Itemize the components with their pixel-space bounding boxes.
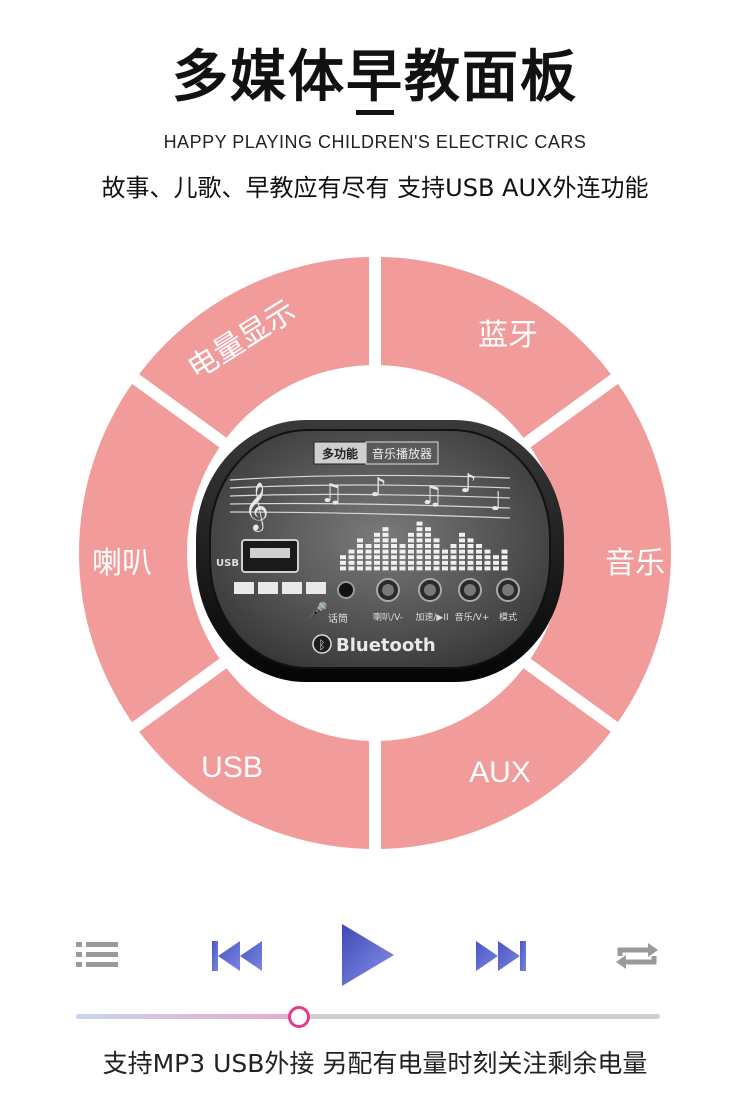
progress-fill [76, 1014, 298, 1019]
badge-left-text: 多功能 [322, 446, 358, 461]
svg-text:♪: ♪ [460, 469, 477, 499]
button-label-music: 音乐/V+ [455, 611, 490, 623]
svg-text:♩: ♩ [490, 487, 502, 517]
segment-label-speaker: 喇叭 [92, 547, 152, 580]
svg-text:ᛒ: ᛒ [318, 638, 325, 652]
segment-label-bluetooth: 蓝牙 [478, 319, 538, 352]
svg-text:♪: ♪ [370, 473, 387, 503]
progress-knob[interactable] [287, 1006, 310, 1028]
ring-segment-bluetooth [380, 257, 611, 438]
music-notes-icon: ♫ ♪ ♫ ♪ ♩ [320, 469, 502, 517]
subtitle-chinese: 故事、儿歌、早教应有尽有 支持USB AUX外连功能 [101, 174, 649, 202]
page-title: 多媒体早教面板 [172, 45, 578, 110]
usb-port-label: USB [216, 558, 239, 569]
segment-label-usb: USB [201, 751, 263, 784]
battery-indicator [234, 582, 326, 594]
footer-caption: 支持MP3 USB外接 另配有电量时刻关注剩余电量 [102, 1049, 648, 1078]
mic-label: 话筒 [328, 612, 348, 625]
playlist-icon[interactable] [76, 940, 120, 970]
device-panel: 多功能 音乐播放器 𝄞 ♫ ♪ ♫ ♪ ♩ USB 🎤 话筒 [196, 420, 564, 682]
equalizer-display [340, 521, 508, 571]
device-buttons [376, 578, 520, 602]
previous-icon[interactable] [210, 938, 264, 974]
treble-clef-icon: 𝄞 [244, 481, 269, 532]
progress-bar[interactable] [76, 1006, 660, 1028]
badge-right-text: 音乐播放器 [372, 446, 432, 461]
ring-segment-music [530, 383, 671, 723]
title-divider [356, 110, 394, 115]
segment-label-aux: AUX [469, 756, 531, 789]
svg-text:♫: ♫ [420, 481, 443, 511]
microphone-icon: 🎤 [308, 601, 328, 620]
play-icon[interactable] [338, 922, 396, 988]
device-badge: 多功能 音乐播放器 [313, 441, 439, 465]
button-label-speaker: 喇叭/V- [373, 611, 403, 623]
ring-segment-battery [139, 257, 370, 438]
svg-text:♫: ♫ [320, 479, 343, 509]
bluetooth-brand: Bluetooth [336, 635, 436, 656]
next-icon[interactable] [474, 938, 528, 974]
button-label-accelerate: 加速/▶II [415, 612, 448, 623]
ring-segment-speaker [79, 383, 220, 723]
segment-label-music: 音乐 [605, 547, 665, 580]
music-staff [229, 474, 511, 519]
ring-segment-aux [380, 668, 611, 849]
bluetooth-icon [312, 634, 332, 654]
ring-segment-usb [139, 668, 370, 849]
button-label-mode: 模式 [499, 611, 517, 623]
aux-jack [337, 581, 355, 599]
subtitle-english: HAPPY PLAYING CHILDREN'S ELECTRIC CARS [163, 132, 587, 152]
repeat-icon[interactable] [614, 940, 660, 972]
